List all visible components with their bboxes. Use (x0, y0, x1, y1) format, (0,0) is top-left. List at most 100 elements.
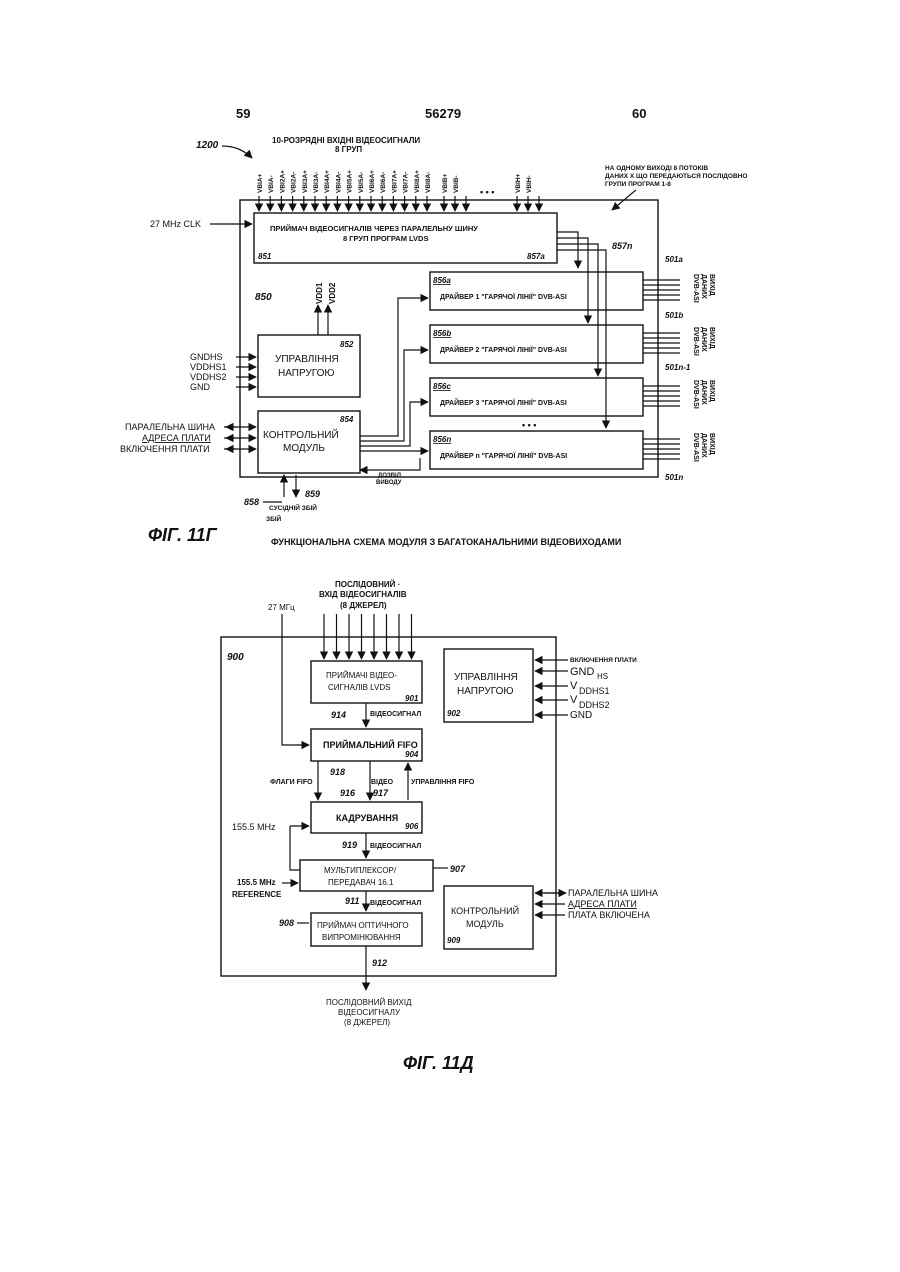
output-label: ВИХІД (708, 327, 715, 349)
control-909-label-2: МОДУЛЬ (466, 919, 504, 929)
power-pin-label: VDDHS1 (190, 362, 227, 372)
sig-918: 918 (330, 767, 345, 777)
control-pins: ПАРАЛЕЛЬНА ШИНААДРЕСА ПЛАТИВКЛЮЧЕННЯ ПЛА… (120, 422, 256, 454)
fifo-label: ПРИЙМАЛЬНИЙ FIFO (323, 739, 418, 750)
vdd1-label: VDD1 (315, 282, 324, 304)
pin-vddhs1-sub: DDHS1 (579, 686, 610, 696)
ref-857n: 857n (612, 241, 633, 251)
ref-1200: 1200 (196, 140, 219, 151)
input-signal-label: VBI6A- (380, 172, 387, 193)
serial-output-1: ПОСЛІДОВНИЙ ВИХІД (326, 998, 412, 1007)
ref-857a: 857a (527, 252, 545, 261)
figure-11g-label: ФІГ. 11Г (148, 525, 218, 545)
output-label: ДАНИХ (700, 327, 707, 352)
freq-155: 155.5 MHz (232, 822, 276, 832)
driver-label: ДРАЙВЕР 3 "ГАРЯЧОЇ ЛІНІЇ" DVB-ASI (440, 398, 567, 407)
fifo-control: УПРАВЛІННЯ FIFO (411, 779, 475, 786)
ref-909: 909 (447, 936, 461, 945)
input-signal-label: VBI3A+ (302, 170, 309, 193)
input-signal-label: VBIB- (453, 175, 460, 193)
dvb-asi-driver (430, 325, 643, 363)
output-label: ВИХІД (708, 274, 715, 296)
ref-904: 904 (405, 750, 419, 759)
ref-852: 852 (340, 340, 354, 349)
page-number-left: 59 (236, 106, 250, 121)
framing-label: КАДРУВАННЯ (336, 813, 398, 823)
dvb-asi-driver (430, 272, 643, 310)
power-label-1: УПРАВЛІННЯ (275, 354, 339, 365)
drivers-ellipsis: • • • (522, 420, 536, 430)
driver-ref: 856a (433, 276, 451, 285)
output-note-1: НА ОДНОМУ ВИХОДІ 8 ПОТОКІВ (605, 165, 708, 172)
figure-11g: 1200 10-РОЗРЯДНІ ВХІДНІ ВІДЕОСИГНАЛИ 8 Г… (120, 136, 747, 547)
power-902-label-1: УПРАВЛІННЯ (454, 672, 518, 683)
ref-854: 854 (340, 415, 354, 424)
ref-900: 900 (227, 652, 244, 663)
figure-11d: 900 ПОСЛІДОВНИЙ · ВХІД ВІДЕОСИГНАЛІВ (8 … (221, 580, 658, 1073)
output-label: DVB-ASI (692, 380, 699, 409)
pin-gnd-902: GND (570, 710, 592, 721)
input-signal-label: VBI4A- (335, 172, 342, 193)
ref-850: 850 (255, 292, 272, 303)
serial-output-2: ВІДЕОСИГНАЛУ (338, 1008, 401, 1017)
pin-gnd-hs: GND (570, 666, 595, 678)
clk-27mhz-d: 27 МГц (268, 603, 295, 612)
control-label-2: МОДУЛЬ (283, 443, 325, 454)
driver-ref: 856c (433, 382, 451, 391)
input-signal-label: VBIH+ (515, 173, 522, 193)
driver-label: ДРАЙВЕР 2 "ГАРЯЧОЇ ЛІНІЇ" DVB-ASI (440, 345, 567, 354)
input-signal-label: VBIB+ (442, 173, 449, 193)
ref-858: 858 (244, 497, 259, 507)
mux-label-1: МУЛЬТИПЛЕКСОР/ (324, 866, 397, 875)
document-number: 56279 (425, 106, 461, 121)
driver-ref: 856b (433, 329, 451, 338)
serial-input-1: ПОСЛІДОВНИЙ · (335, 580, 400, 589)
pin-vddhs2-sub: DDHS2 (579, 700, 610, 710)
sig-916: 916 (340, 788, 356, 798)
sig-917: 917 (373, 788, 389, 798)
rx-label-2: СИГНАЛІВ LVDS (328, 683, 390, 692)
pin-vddhs1: V (570, 680, 578, 692)
power-pin-label: GND (190, 382, 211, 392)
input-signal-label: VBI3A- (313, 172, 320, 193)
optical-label-1: ПРИЙМАЧ ОПТИЧНОГО (317, 921, 409, 930)
output-label: ДАНИХ (700, 274, 707, 299)
sig-914: 914 (331, 710, 346, 720)
output-label: ДАНИХ (700, 380, 707, 405)
output-label: DVB-ASI (692, 274, 699, 303)
control-pin-label: ПАРАЛЕЛЬНА ШИНА (125, 422, 215, 432)
input-signal-label: VBI5A+ (347, 170, 354, 193)
pin-gnd-hs-sub: HS (597, 672, 608, 681)
serial-output-3: (8 ДЖЕРЕЛ) (344, 1018, 390, 1027)
video-signal-914: ВІДЕОСИГНАЛ (370, 711, 421, 718)
inputs-title-2: 8 ГРУП (335, 145, 362, 154)
ref-902: 902 (447, 709, 461, 718)
control-909-pins: ПАРАЛЕЛЬНА ШИНААДРЕСА ПЛАТИПЛАТА ВКЛЮЧЕН… (535, 888, 658, 920)
driver-label: ДРАЙВЕР n "ГАРЯЧОЇ ЛІНІЇ" DVB-ASI (440, 451, 567, 460)
output-label: DVB-ASI (692, 433, 699, 462)
ref-clk-2: REFERENCE (232, 890, 282, 899)
serial-input-2: ВХІД ВІДЕОСИГНАЛІВ (319, 590, 407, 599)
output-label: ДАНИХ (700, 433, 707, 458)
video-signal-919: ВІДЕОСИГНАЛ (370, 843, 421, 850)
input-signal-label: VBI7A+ (391, 170, 398, 193)
adjacent-fault-2: ЗБІЙ (266, 514, 282, 523)
input-signal-label: VBI2A+ (279, 170, 286, 193)
board-enable-902: ВКЛЮЧЕННЯ ПЛАТИ (570, 657, 637, 664)
driver-label: ДРАЙВЕР 1 "ГАРЯЧОЇ ЛІНІЇ" DVB-ASI (440, 292, 567, 301)
dvb-asi-driver (430, 378, 643, 416)
control-909-pin-label: АДРЕСА ПЛАТИ (568, 899, 637, 909)
ref-901: 901 (405, 694, 419, 703)
page-number-right: 60 (632, 106, 646, 121)
video-label: ВІДЕО (371, 779, 394, 786)
mux-label-2: ПЕРЕДАВАЧ 16.1 (328, 878, 394, 887)
output-ref: 501n-1 (665, 363, 691, 372)
power-label-2: НАПРУГОЮ (278, 368, 335, 379)
sig-911: 911 (345, 896, 359, 906)
input-signal-label: VBI2A- (291, 172, 298, 193)
power-pin-label: GNDHS (190, 352, 223, 362)
input-signal-label: VBI5A- (358, 172, 365, 193)
driver-ref: 856n (433, 435, 451, 444)
control-label-1: КОНТРОЛЬНИЙ (263, 428, 339, 441)
input-signal-label: VBIA- (268, 175, 275, 193)
